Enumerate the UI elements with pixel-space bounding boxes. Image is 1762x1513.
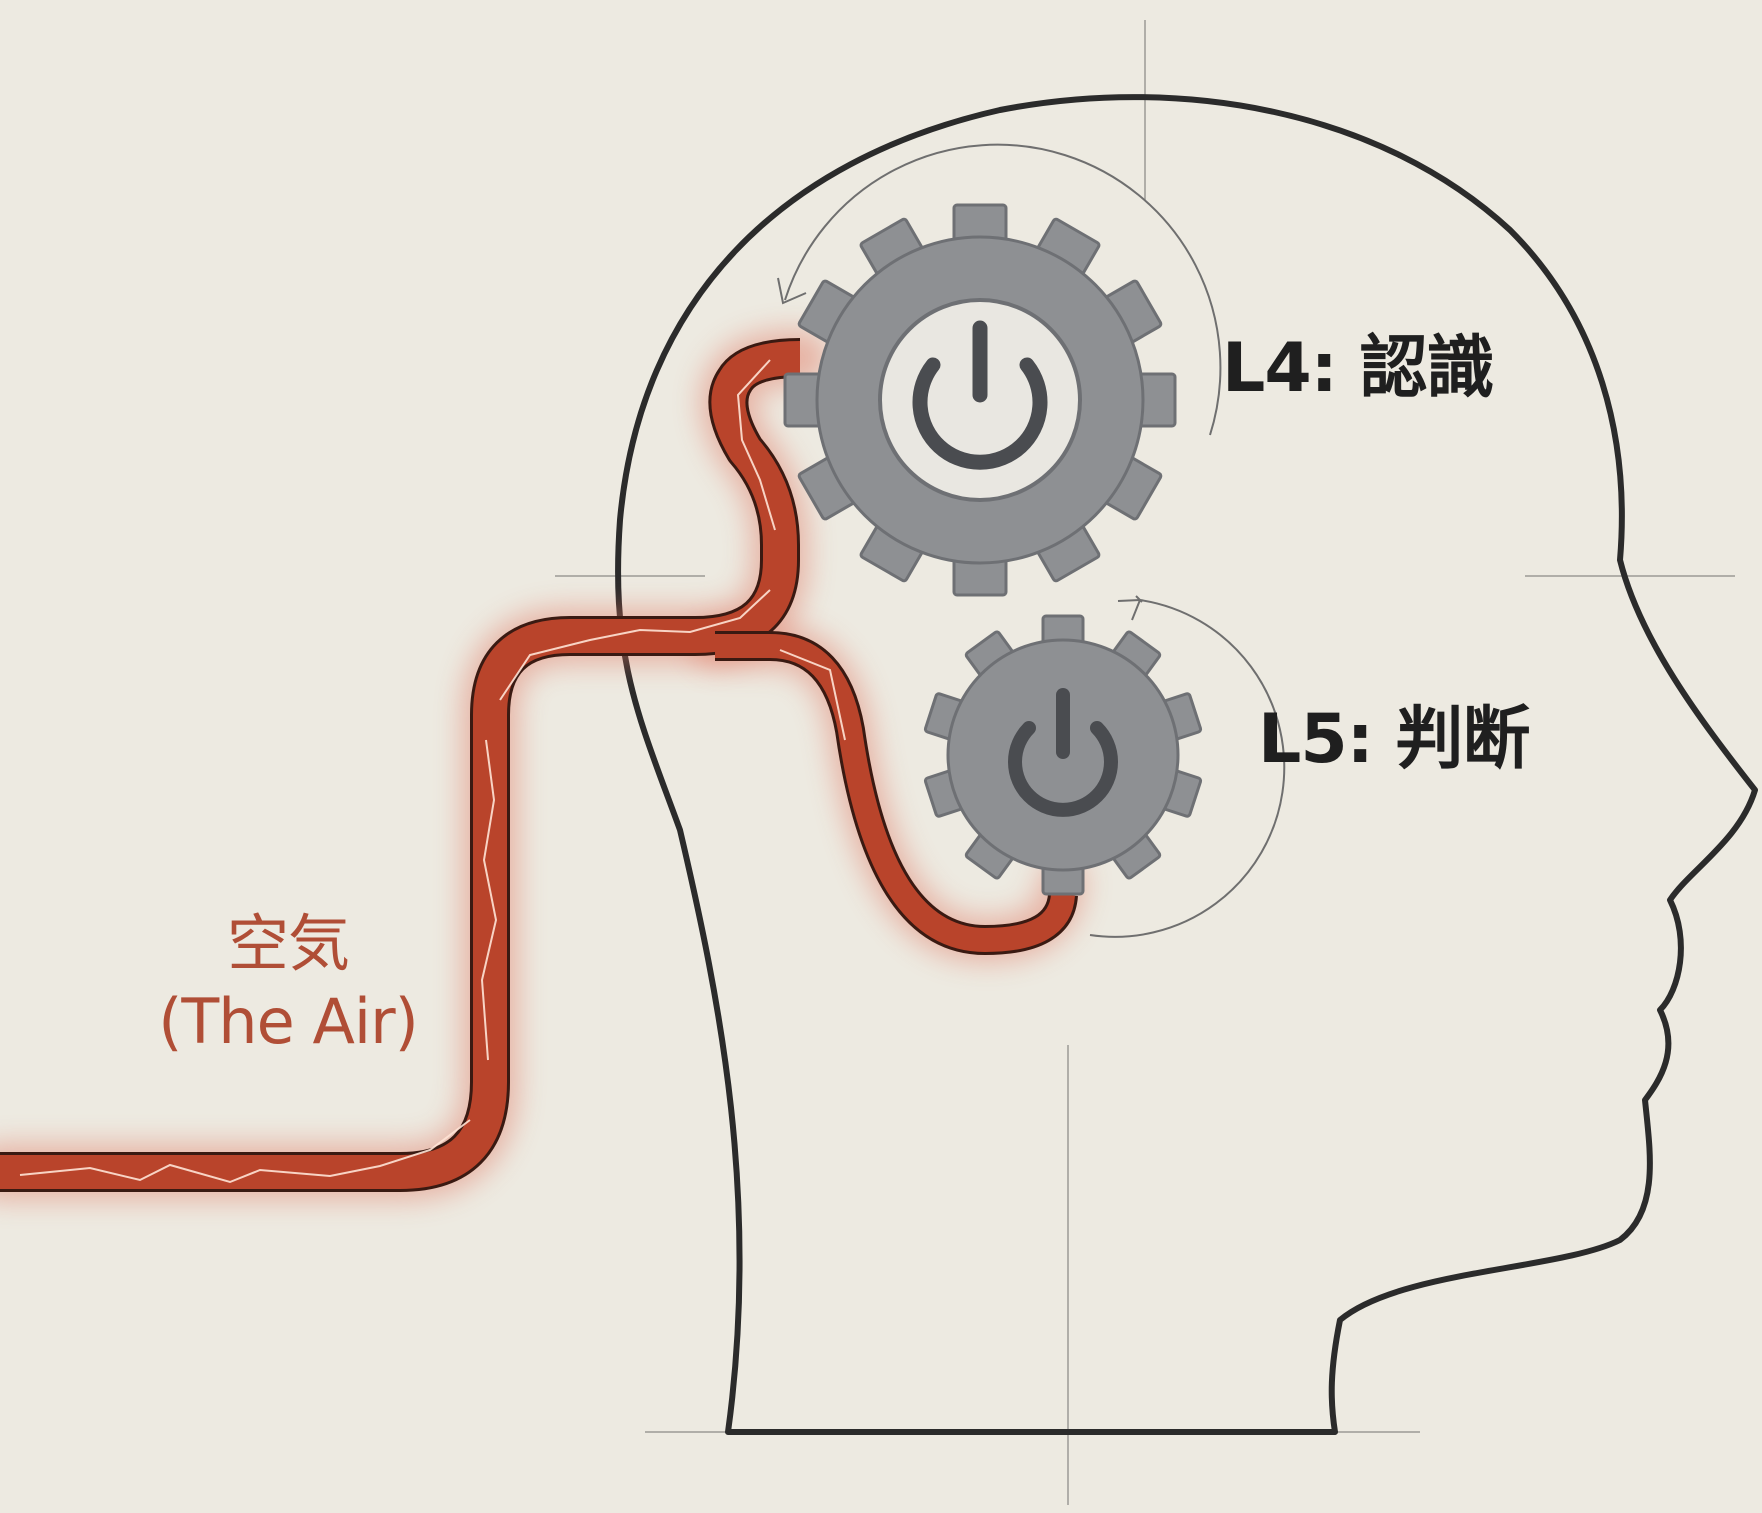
- air-label-jp: 空気: [138, 905, 438, 983]
- gear-upper: [785, 205, 1175, 595]
- gear-lower: [925, 616, 1202, 894]
- head-outline: [618, 97, 1755, 1432]
- air-label-en: (The Air): [138, 983, 438, 1061]
- gear-lower-label: L5: 判断: [1258, 683, 1530, 782]
- gear-upper-label: L4: 認識: [1222, 312, 1494, 411]
- air-label: 空気 (The Air): [138, 905, 438, 1060]
- rotation-arrow-lower-head: [1118, 596, 1142, 620]
